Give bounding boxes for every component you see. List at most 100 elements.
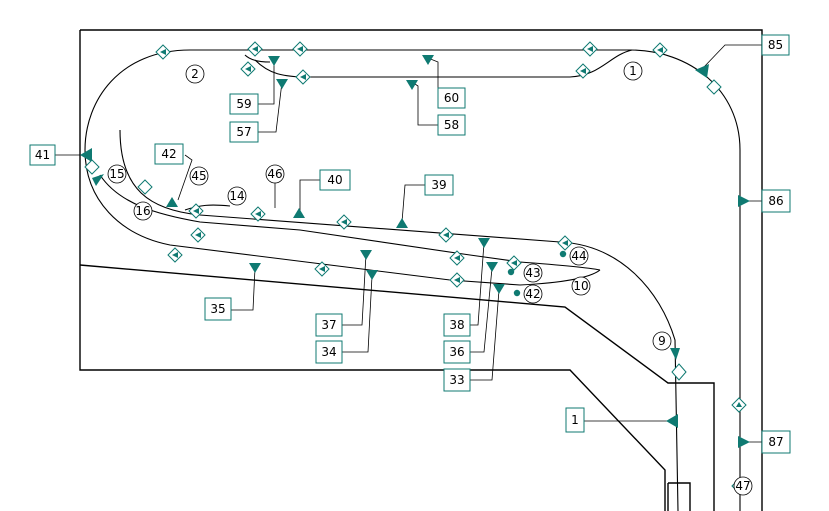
turnout-diamond [652, 42, 668, 58]
track-lines [84, 49, 741, 511]
signal-marker [360, 250, 372, 260]
turnout-diamond [314, 261, 330, 277]
turnout-diamond [575, 63, 591, 79]
circled-label-text: 42 [525, 287, 540, 301]
boxed-label: 1 [565, 407, 585, 433]
signal-marker [249, 263, 261, 273]
boxed-label-text: 35 [210, 302, 225, 316]
signal-marker [493, 284, 505, 294]
boxed-label: 40 [319, 169, 351, 191]
signal-marker [406, 80, 418, 90]
signal-marker [293, 208, 305, 218]
boxed-label: 38 [443, 313, 471, 337]
boxed-label-text: 41 [35, 148, 50, 162]
signal-marker [738, 195, 750, 207]
boxed-label-text: 36 [449, 345, 464, 359]
turnout-diamond [449, 250, 465, 266]
circled-label-text: 1 [629, 64, 637, 78]
circled-label-text: 15 [109, 167, 124, 181]
layout-border [79, 29, 763, 511]
boxed-label: 35 [204, 297, 232, 321]
boxed-label-text: 86 [768, 194, 783, 208]
turnout-diamond [190, 227, 206, 243]
circled-label: 44 [569, 246, 589, 266]
boxed-label: 37 [315, 313, 343, 337]
circled-label-text: 47 [735, 479, 750, 493]
boxed-label-text: 1 [571, 413, 579, 427]
circled-label: 42 [523, 284, 543, 304]
boxed-label-text: 34 [321, 345, 336, 359]
detector-dots [507, 250, 567, 297]
turnout-diamond [449, 272, 465, 288]
circled-label: 2 [185, 64, 205, 84]
turnout-diamond [295, 69, 311, 85]
boxed-label-text: 59 [236, 97, 251, 111]
turnout-diamond [240, 61, 256, 77]
circled-label: 47 [733, 476, 753, 496]
circled-label-text: 45 [191, 169, 206, 183]
turnout-diamond [506, 255, 522, 271]
circled-label-text: 44 [571, 249, 586, 263]
turnout-diamond [438, 227, 454, 243]
boxed-label: 41 [29, 144, 56, 166]
circled-label: 1 [623, 61, 643, 81]
turnout-diamond [582, 41, 598, 57]
signal-marker [396, 218, 408, 228]
signal-marker [486, 262, 498, 272]
signal-marker [92, 174, 104, 186]
boxed-label: 86 [761, 189, 791, 213]
turnout-diamond [155, 44, 171, 60]
boxed-label: 57 [229, 121, 259, 143]
signal-marker [268, 56, 280, 66]
circled-label: 10 [571, 276, 591, 296]
circled-label-text: 2 [191, 67, 199, 81]
boxed-label-text: 60 [444, 91, 459, 105]
boxed-label-text: 85 [768, 38, 783, 52]
boxed-label: 34 [315, 340, 343, 364]
boxed-label-text: 33 [449, 373, 464, 387]
circled-label-text: 14 [229, 189, 244, 203]
turnout-diamond [292, 41, 308, 57]
turnout-diamond [84, 159, 100, 175]
signal-marker [80, 148, 92, 162]
boxed-label-text: 57 [236, 125, 251, 139]
circled-label: 14 [227, 186, 247, 206]
boxed-label: 59 [229, 93, 259, 115]
turnout-diamond [167, 247, 183, 263]
signal-marker [366, 270, 378, 280]
turnout-diamond [336, 214, 352, 230]
boxed-label: 58 [437, 114, 466, 136]
turnout-diamond [557, 235, 573, 251]
boxed-label-text: 38 [449, 318, 464, 332]
turnout-diamond [671, 363, 687, 381]
signal-marker [422, 55, 434, 65]
turnout-diamond [731, 397, 747, 413]
boxed-label-text: 40 [327, 173, 342, 187]
leader-lines [55, 44, 762, 443]
signal-marker [695, 64, 709, 78]
boxed-label: 60 [437, 87, 466, 109]
boxed-label: 85 [761, 34, 790, 56]
signal-marker [166, 197, 178, 207]
boxed-label: 33 [443, 368, 471, 392]
turnout-diamond [188, 203, 204, 219]
signal-marker [276, 79, 288, 89]
boxed-label-text: 58 [444, 118, 459, 132]
turnout-diamond [250, 206, 266, 222]
turnout-diamond [706, 79, 722, 95]
circled-label: 43 [523, 263, 543, 283]
turnout-diamond [247, 41, 263, 57]
boxed-label-text: 42 [161, 147, 176, 161]
boxed-label-text: 87 [768, 435, 783, 449]
circled-label: 16 [133, 201, 153, 221]
turnout-markers [84, 41, 747, 494]
signal-marker [478, 238, 490, 248]
circled-label-text: 9 [658, 334, 666, 348]
boxed-label: 36 [443, 340, 471, 364]
signal-marker [738, 436, 750, 448]
signal-marker [670, 348, 680, 360]
turnout-diamond [137, 179, 153, 195]
